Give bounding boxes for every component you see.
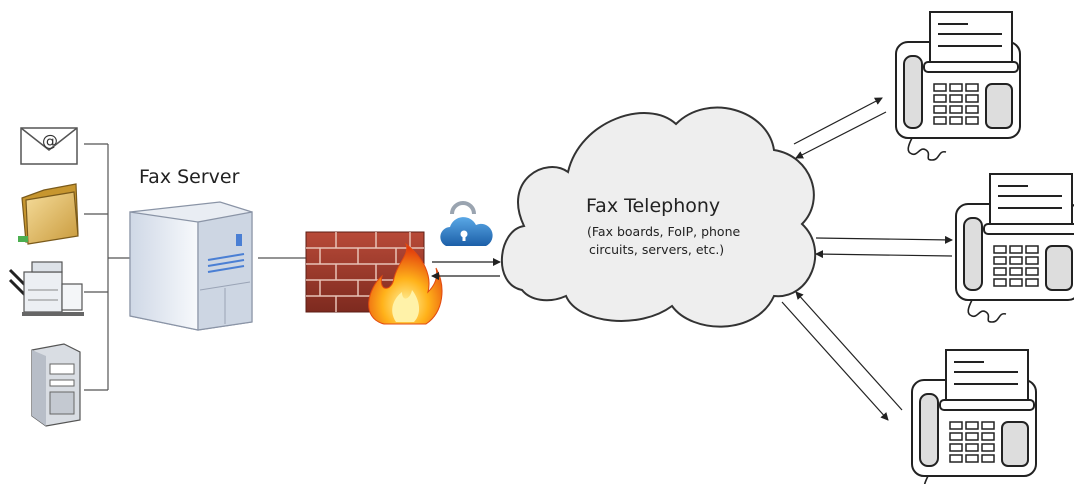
fax-machine-icon [895,11,1021,161]
fax-2-to-cloud-arrow [815,250,953,259]
cloud-to-fax-2-arrow [815,235,953,244]
source-connector-lines [84,143,306,391]
email-at-symbol: @ [42,131,58,150]
folder-icon [18,183,79,245]
cloud-subtitle-line1: (Fax boards, FoIP, phone [587,224,741,239]
fax-server-icon [129,201,253,331]
fax-telephony-cloud [500,106,817,328]
cloud-lock-icon [440,201,493,246]
cloud-to-fax-3-arrow [781,301,889,421]
email-icon: @ [20,127,78,165]
firewall-icon [305,231,443,325]
cloud-subtitle-line2: circuits, servers, etc.) [589,242,725,257]
cloud-to-fax-1-arrow [793,97,883,145]
fax-machine-icon [911,349,1037,484]
cloud-title: Fax Telephony [586,195,721,217]
printer-copier-icon [8,261,84,316]
fax-3-to-cloud-arrow [795,291,903,411]
fax-server-label: Fax Server [139,166,240,188]
fax-machine-icon [955,173,1074,323]
fax-1-to-cloud-arrow [795,111,887,159]
desktop-computer-icon [31,343,81,427]
